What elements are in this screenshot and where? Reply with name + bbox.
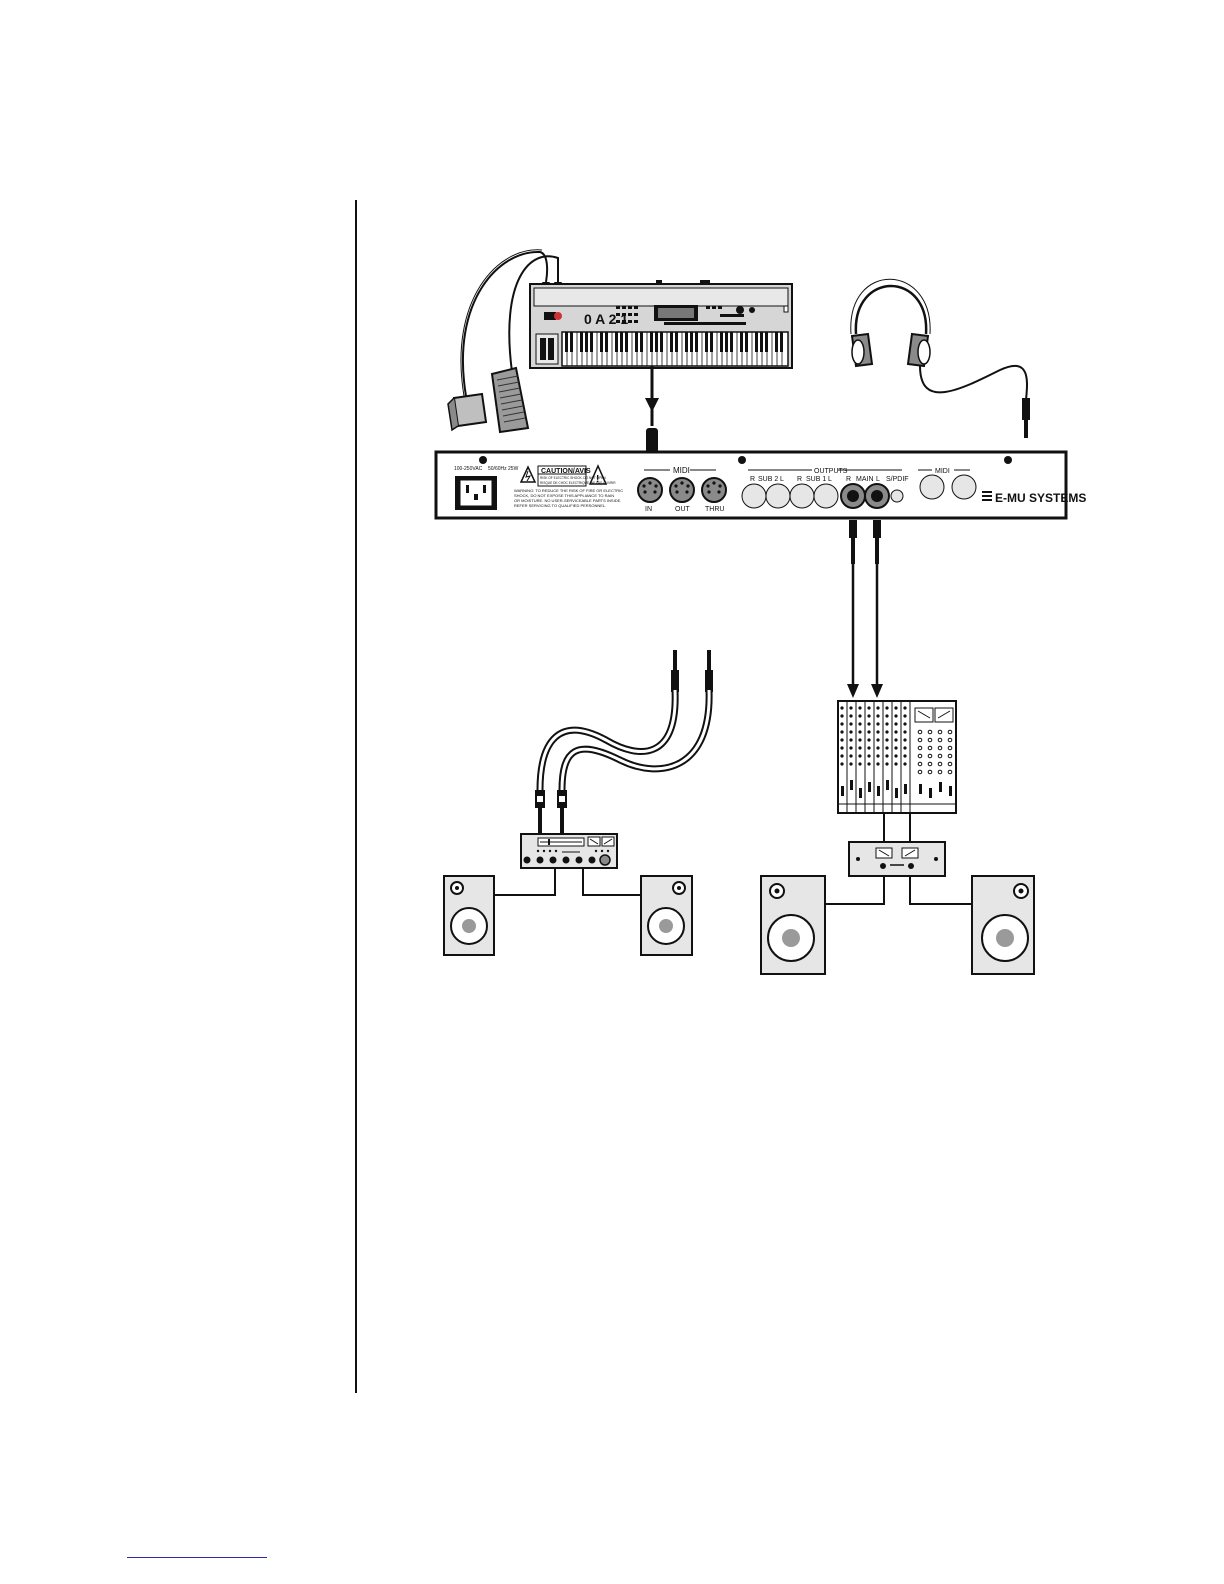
speaker-large-right [971,875,1035,975]
spdif-label: S/PDIF [886,476,909,483]
main-l-label: L [876,476,880,483]
expression-pedal [490,366,530,434]
sub1-r-label: R [797,476,802,483]
sub2-label: SUB 2 [758,476,778,483]
warning-line-4: REFER SERVICING TO QUALIFIED PERSONNEL. [514,503,606,508]
emu-logo [982,491,992,501]
outputs-group-label: OUTPUTS [814,468,848,475]
svg-text:!: ! [596,474,599,485]
speaker-large-left [760,875,826,975]
warning-line-2: SHOCK, DO NOT EXPOSE THIS APPLIANCE TO R… [514,493,614,498]
warning-line-1: WARNING: TO REDUCE THE RISK OF FIRE OR E… [514,488,623,493]
warning-line-3: OR MOISTURE. NO USER-SERVICEABLE PARTS I… [514,498,621,503]
main-label: MAIN [856,476,874,483]
sub1-l-label: L [828,476,832,483]
spdif-jack [890,489,904,503]
main-r-label: R [846,476,851,483]
midi2-group-label: MIDI [935,468,950,475]
speaker-small-right [640,875,693,956]
sub2-l-jack [765,483,791,509]
caution-warning-icon [588,464,608,485]
caution-line-2: RISQUE DE CHOC ELECTRIQUE. NE PAS OUVRIR [540,481,616,485]
midi2-port-b [951,474,977,500]
sub2-l-label: L [780,476,784,483]
keyboard-model-glyph: 0 A 2 1 [584,311,628,327]
midi-thru-port [701,477,727,503]
caution-line-1: RISK OF ELECTRIC SHOCK. DO NOT OPEN [540,476,606,480]
brand-label: E-MU SYSTEMS [995,491,1086,505]
midi-out-port [669,477,695,503]
fuse-label: 50/60Hz 25W [488,466,519,472]
midi-thru-label: THRU [705,506,724,513]
stereo-cable [535,650,713,834]
power-inlet [455,476,497,510]
sub2-r-label: R [750,476,755,483]
shock-warning-icon [519,465,537,483]
sub1-l-jack [813,483,839,509]
power-amplifier [848,841,946,877]
speaker-small-left [443,875,495,956]
headphones [850,278,1030,438]
sub1-r-jack [789,483,815,509]
stereo-amplifier [520,833,618,869]
caution-title: CAUTION/AVIS [541,468,591,475]
mixing-console [837,700,957,814]
midi-out-label: OUT [675,506,691,513]
voltage-label: 100-250VAC [454,466,483,472]
sub2-r-jack [741,483,767,509]
main-l-jack [864,483,890,509]
keyboard-controller: 0 A 2 1 [529,280,793,369]
midi-in-label: IN [645,506,652,513]
midi-in-port [637,477,663,503]
footnote-rule [127,1557,267,1558]
main-output-cables [847,520,883,698]
midi2-port-a [919,474,945,500]
midi-group-label: MIDI [673,466,690,475]
rear-panel: 100-250VAC 50/60Hz 25W ! CAUTION/AVIS RI… [434,450,1086,520]
main-r-jack [840,483,866,509]
sub1-label: SUB 1 [806,476,826,483]
